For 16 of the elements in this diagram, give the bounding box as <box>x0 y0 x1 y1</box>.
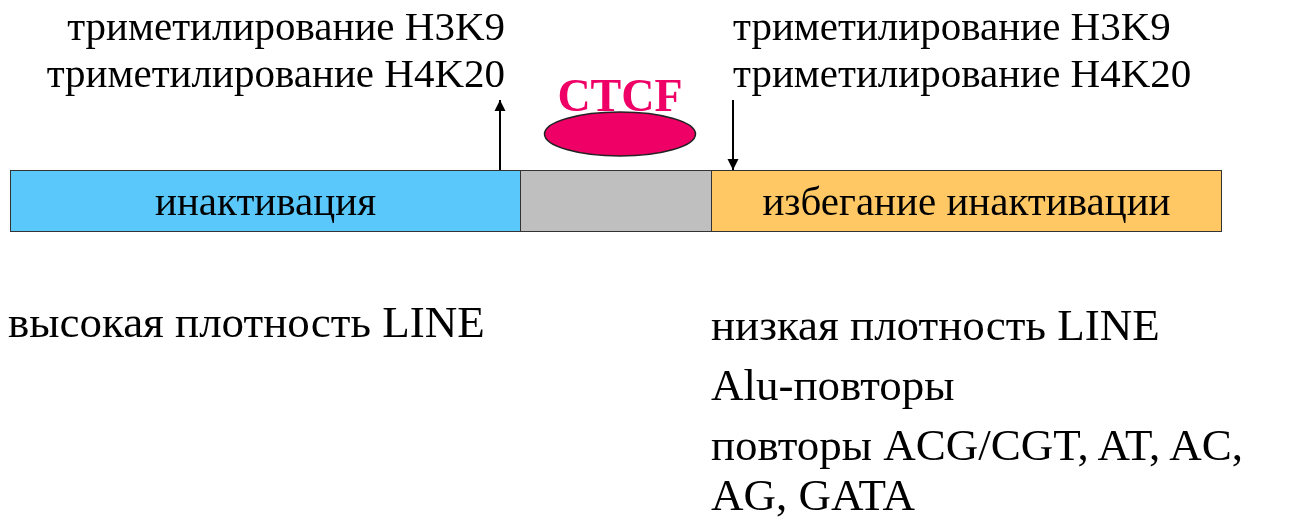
annotation-text: повторы ACG/CGT, AT, AC, AG, GATA <box>711 420 1244 520</box>
arrow <box>727 99 739 171</box>
annotation-text: триметилирование H3K9 <box>66 3 505 50</box>
arrow <box>494 99 506 171</box>
annotation-text: высокая плотность LINE <box>8 297 486 347</box>
segment-label: инактивация <box>154 177 377 225</box>
chromosome-segment <box>711 170 1222 232</box>
annotation-text: триметилирование H4K20 <box>45 50 505 97</box>
annotation-text: Alu-повторы <box>711 360 956 410</box>
annotation-text: низкая плотность LINE <box>711 300 1161 350</box>
chromosome-segment <box>520 170 712 232</box>
annotation-text: триметилирование H3K9 <box>733 3 1172 50</box>
segment-label: избегание инактивации <box>762 177 1171 225</box>
annotation-text: триметилирование H4K20 <box>733 50 1193 97</box>
chromosome-segment <box>10 170 521 232</box>
protein-label: CTCF <box>556 74 684 118</box>
